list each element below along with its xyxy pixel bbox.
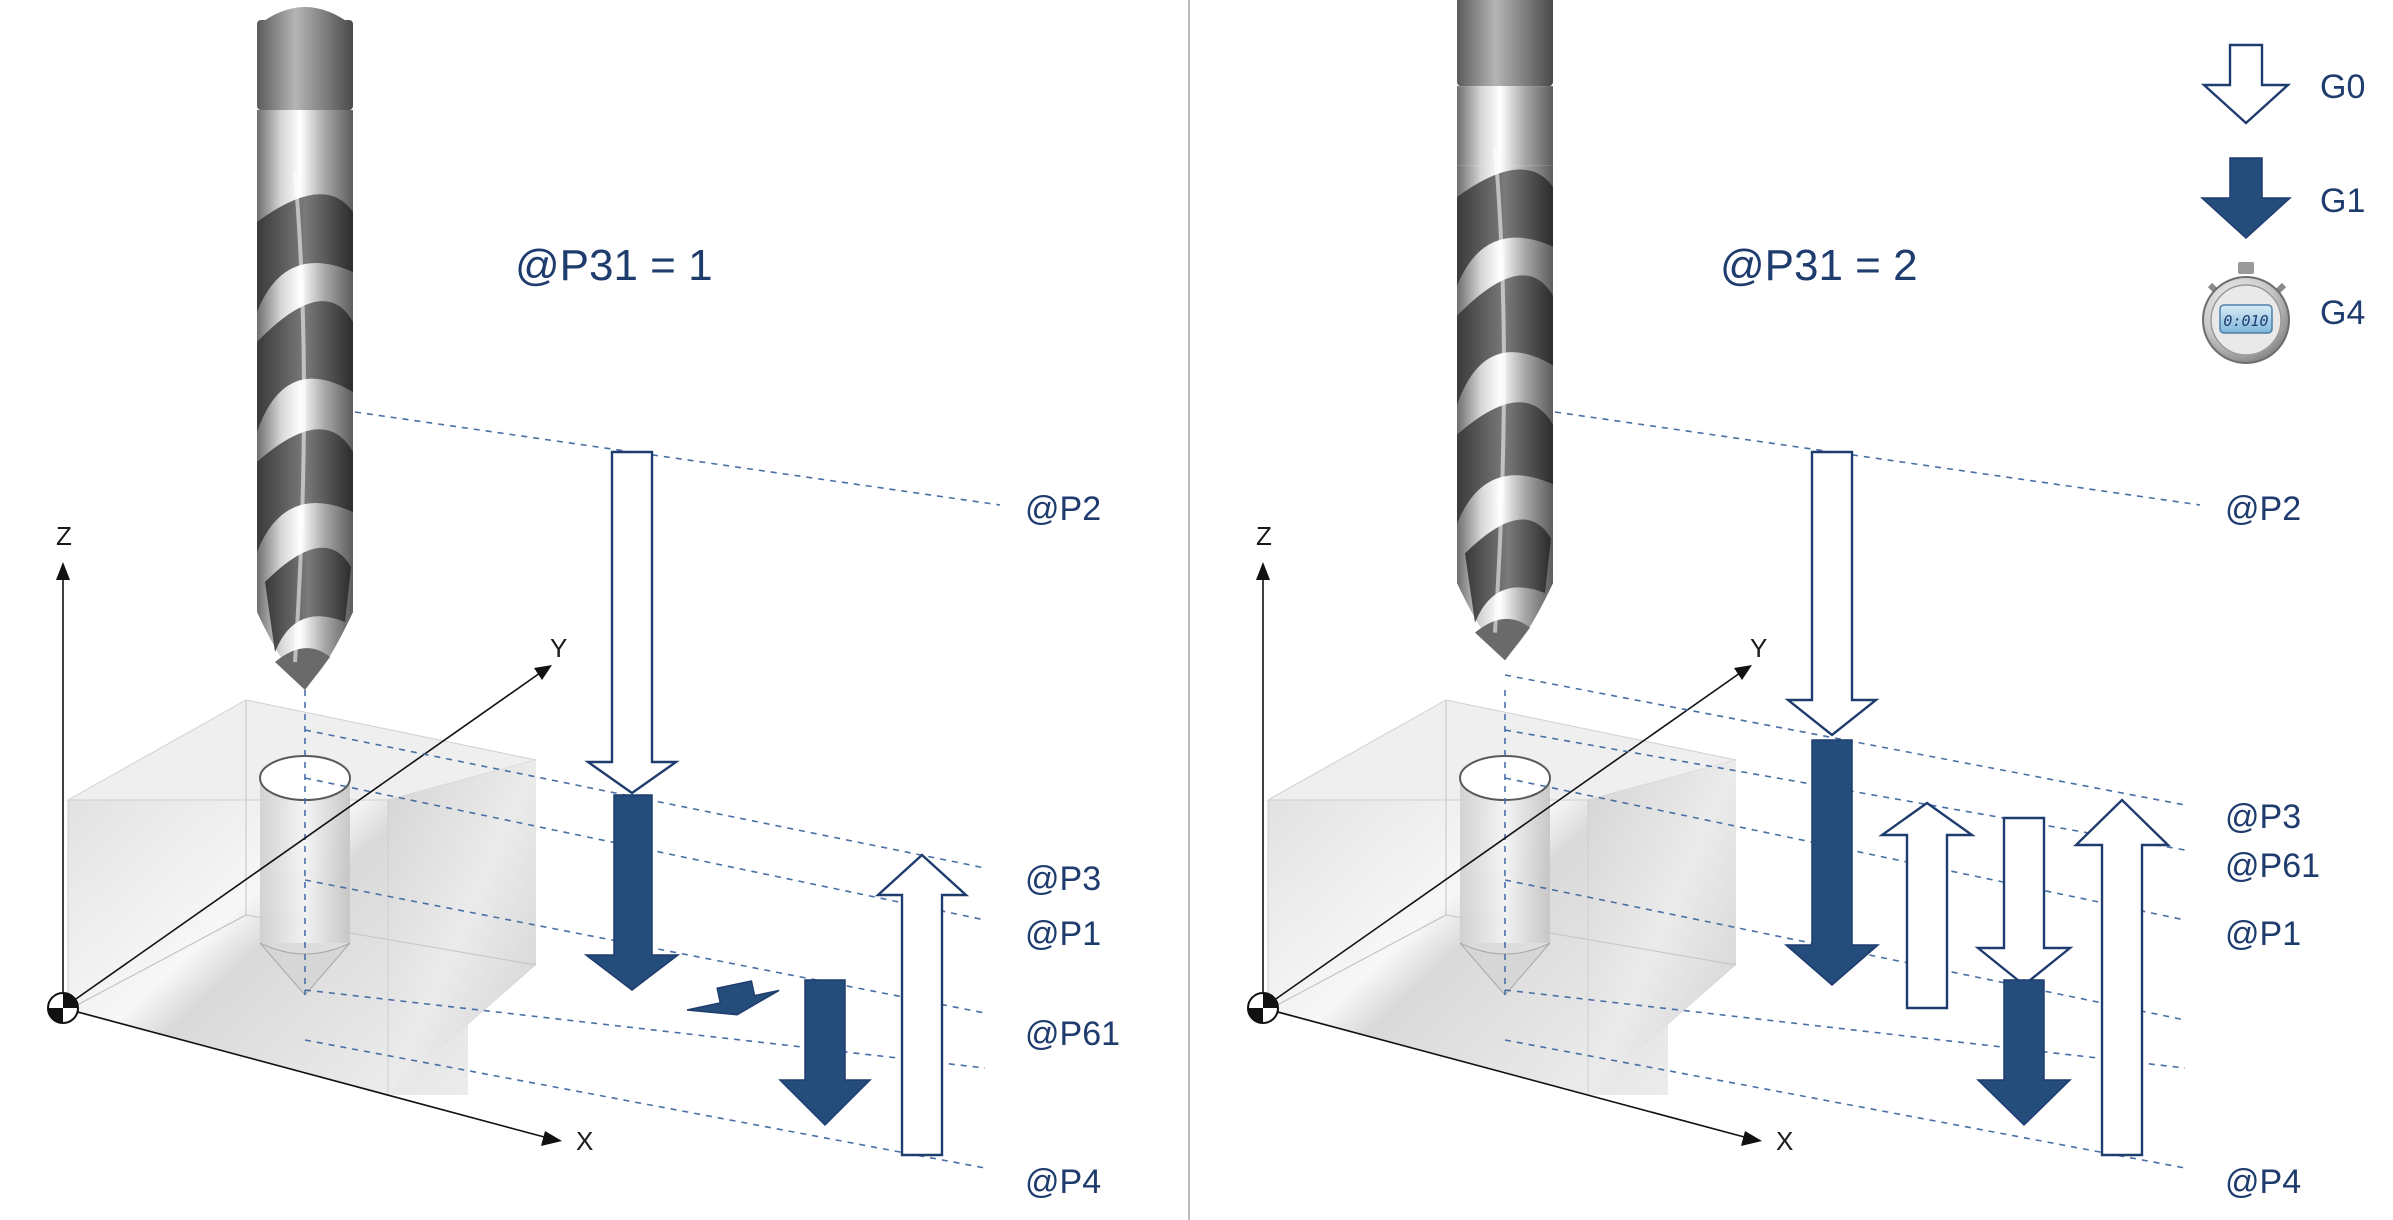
drill-bit-2 xyxy=(1455,0,1555,663)
panel-right: Z Y X @P31 = 2 @P2 @P3 @P61 @P1 @P4 G0 xyxy=(1247,0,2365,1201)
guide-p1-2 xyxy=(1504,777,2186,921)
label-p2: @P2 xyxy=(1025,490,1101,528)
rapid-up-arrow xyxy=(874,853,970,1157)
workpiece-block xyxy=(67,689,537,1096)
label-p4: @P4 xyxy=(1025,1163,1101,1201)
legend: G0 G1 0:010 G4 xyxy=(2200,43,2365,364)
legend-g1-label: G1 xyxy=(2320,182,2365,220)
panel-left: Z Y X @P31 = 1 @P2 @P3 @P1 @P61 @P4 xyxy=(47,5,1120,1201)
feed-down-arrow-2 xyxy=(778,979,872,1127)
axis-x-label-2: X xyxy=(1776,1126,1793,1156)
axis-z-label-2: Z xyxy=(1256,521,1272,551)
axis-x-label: X xyxy=(576,1126,593,1156)
guide-p3 xyxy=(304,729,986,869)
label-p1-2: @P1 xyxy=(2225,915,2301,953)
legend-g4-label: G4 xyxy=(2320,294,2365,332)
label-p4-2: @P4 xyxy=(2225,1163,2301,1201)
panel-title: @P31 = 1 xyxy=(515,241,713,290)
rapid-down-arrow xyxy=(584,450,680,795)
feed-down-arrow-3 xyxy=(1783,739,1881,986)
feed-down-arrow-4 xyxy=(1976,979,2072,1127)
panel-title-2: @P31 = 2 xyxy=(1720,241,1918,290)
guide-p4 xyxy=(304,1039,986,1169)
hollow-down-arrow-icon xyxy=(2200,43,2292,125)
guide-p1 xyxy=(304,777,986,921)
rapid-down-arrow-2 xyxy=(1784,450,1880,737)
label-p3: @P3 xyxy=(1025,860,1101,898)
guide-mid-2 xyxy=(1504,879,2186,1021)
guide-p3-2 xyxy=(1504,674,2186,806)
rapid-up-arrow-2 xyxy=(1878,801,1976,1010)
axis-y-label-2: Y xyxy=(1750,633,1767,663)
drill-bit xyxy=(255,5,355,692)
feed-down-arrow xyxy=(583,794,681,991)
label-p3-2: @P3 xyxy=(2225,798,2301,836)
label-p1: @P1 xyxy=(1025,915,1101,953)
workpiece-block-2 xyxy=(1267,689,1737,1096)
guide-p2 xyxy=(354,411,1001,506)
guide-p2-2 xyxy=(1554,411,2201,506)
rapid-down-arrow-3 xyxy=(1974,816,2074,987)
rapid-up-arrow-3 xyxy=(2073,798,2171,1157)
guide-mid-1 xyxy=(304,879,986,1014)
legend-g0-label: G0 xyxy=(2320,68,2365,106)
label-p2-2: @P2 xyxy=(2225,490,2301,528)
stopwatch-display: 0:010 xyxy=(2223,312,2268,330)
axis-y-label: Y xyxy=(550,633,567,663)
label-p61-2: @P61 xyxy=(2225,847,2320,885)
stopwatch-icon: 0:010 xyxy=(2202,262,2290,364)
retract-up-arrow xyxy=(686,980,780,1016)
axis-z-label: Z xyxy=(56,521,72,551)
guide-p4-2 xyxy=(1504,1039,2186,1169)
label-p61: @P61 xyxy=(1025,1015,1120,1053)
filled-down-arrow-icon xyxy=(2200,157,2292,240)
